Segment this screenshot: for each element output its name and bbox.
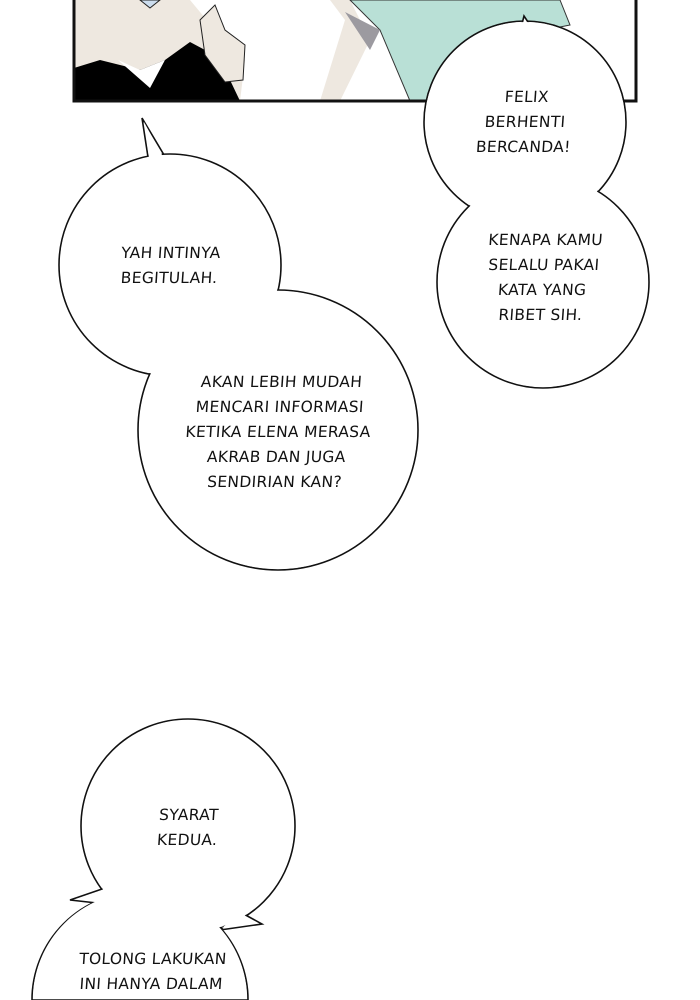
bubble-line: AKRAB DAN JUGA: [206, 448, 347, 466]
bubble-line: BERCANDA!: [475, 138, 572, 156]
bubble-line: INI HANYA DALAM: [79, 975, 224, 993]
speech-bubble-easier: AKAN LEBIH MUDAH MENCARI INFORMASI KETIK…: [164, 370, 393, 495]
bubble-line: KEDUA.: [156, 831, 218, 849]
bubble-line: SYARAT: [158, 806, 220, 824]
bubble-line: FELIX: [504, 88, 550, 106]
speech-bubble-please-do: TOLONG LAKUKAN INI HANYA DALAM: [60, 947, 243, 997]
speech-bubble-second-condition: SYARAT KEDUA.: [126, 803, 249, 853]
bubble-line: RIBET SIH.: [497, 306, 583, 324]
speech-bubbles: [31, 14, 650, 1000]
bubble-line: SENDIRIAN KAN?: [206, 473, 343, 491]
bubble-line: YAH INTINYA: [120, 244, 222, 262]
character-left-hand: [199, 4, 246, 83]
bubble-line: MENCARI INFORMASI: [195, 398, 365, 416]
bubble-line: TOLONG LAKUKAN: [78, 950, 228, 968]
speech-bubble-felix-stop: FELIX BERHENTI BERCANDA!: [452, 85, 597, 160]
speech-bubble-why-always: KENAPA KAMU SELALU PAKAI KATA YANG RIBET…: [460, 228, 627, 328]
bubble-line: KENAPA KAMU: [487, 231, 604, 249]
character-left-eye: [139, 0, 161, 9]
bubble-line: SELALU PAKAI: [487, 256, 601, 274]
speech-bubble-thats-it: YAH INTINYA BEGITULAH.: [93, 241, 246, 291]
bubble-line: AKAN LEBIH MUDAH: [200, 373, 363, 391]
bubble-line: KATA YANG: [497, 281, 587, 299]
bubble-line: BERHENTI: [484, 113, 567, 131]
bubble-line: KETIKA ELENA MERASA: [184, 423, 372, 441]
bubble-line: BEGITULAH.: [120, 269, 219, 287]
